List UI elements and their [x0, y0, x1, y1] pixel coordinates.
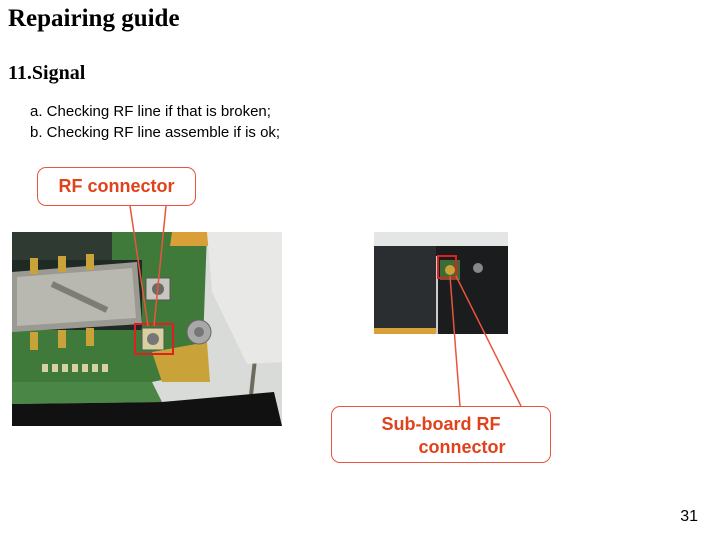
sub-board-rf-connector-callout: Sub-board RF connector	[331, 406, 551, 463]
section-heading: 11.Signal	[8, 62, 86, 84]
check-item-a: a. Checking RF line if that is broken;	[30, 103, 271, 120]
phone-board-photo	[12, 232, 282, 426]
sub-board-photo	[374, 232, 508, 334]
page-title: Repairing guide	[8, 5, 180, 32]
sub-board-callout-line2: connector	[418, 437, 506, 457]
check-list: a. Checking RF line if that is broken; b…	[30, 101, 280, 143]
check-item-b: b. Checking RF line assemble if is ok;	[30, 124, 281, 141]
sub-board-callout-line1: Sub-board RF	[381, 414, 501, 434]
rf-connector-callout: RF connector	[37, 167, 196, 206]
page-number: 31	[680, 508, 698, 525]
